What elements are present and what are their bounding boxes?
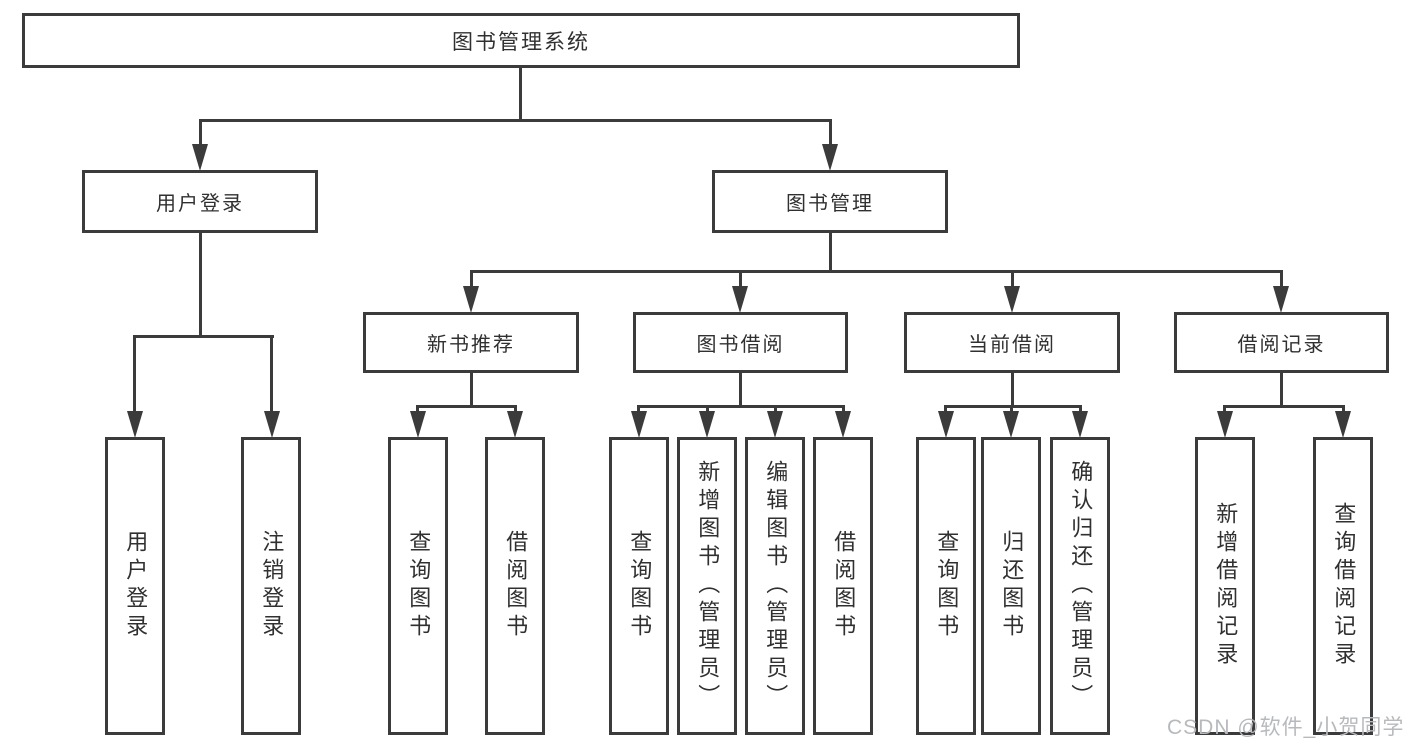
leaf-label: 新增借阅记录 <box>1213 502 1239 670</box>
node-book-management: 图书管理 <box>712 170 948 233</box>
connector-drop <box>416 405 419 413</box>
connector-drop-borrowing <box>739 270 742 288</box>
leaf-label: 查询图书 <box>934 530 960 642</box>
leaf-add-book-admin: 新增图书（管理员） <box>677 437 737 735</box>
arrow-down-leaf <box>631 411 647 438</box>
node-label: 新书推荐 <box>427 334 515 356</box>
connector-new-book-stem <box>470 371 473 405</box>
connector-drop-current <box>1011 270 1014 288</box>
arrow-down-leaf <box>1217 411 1233 438</box>
connector-drop <box>1010 405 1013 413</box>
node-label: 图书借阅 <box>696 334 785 356</box>
node-user-login: 用户登录 <box>82 170 318 233</box>
leaf-logout: 注销登录 <box>241 437 301 735</box>
connector-borrowing-stem <box>739 371 742 405</box>
arrow-down-leaf <box>938 411 954 438</box>
arrow-down-leaf <box>1335 411 1351 438</box>
arrow-down-leaf <box>1003 411 1019 438</box>
leaf-label: 确认归还（管理员） <box>1068 460 1094 712</box>
node-library-management-system: 图书管理系统 <box>22 13 1020 68</box>
arrow-down-borrowing <box>732 286 748 313</box>
connector-drop <box>842 405 845 413</box>
connector-records-bus <box>1223 405 1345 408</box>
leaf-borrow-books-recommend: 借阅图书 <box>485 437 545 735</box>
connector-drop <box>706 405 709 413</box>
leaf-return-book: 归还图书 <box>981 437 1041 735</box>
connector-drop-new-book <box>470 270 473 288</box>
leaf-label: 编辑图书（管理员） <box>763 460 789 712</box>
leaf-label: 查询图书 <box>627 530 653 642</box>
node-current-borrowing: 当前借阅 <box>904 312 1120 373</box>
node-book-borrowing: 图书借阅 <box>633 312 848 373</box>
connector-records-stem <box>1280 371 1283 405</box>
connector-drop-leaf-login <box>133 335 136 413</box>
leaf-label: 注销登录 <box>259 530 285 642</box>
leaf-label: 归还图书 <box>999 530 1025 642</box>
leaf-edit-book-admin: 编辑图书（管理员） <box>745 437 805 735</box>
leaf-label: 借阅图书 <box>503 530 529 642</box>
arrow-down-leaf <box>410 411 426 438</box>
arrow-down-leaf <box>835 411 851 438</box>
arrow-down-user-login <box>192 144 208 171</box>
node-label: 借阅记录 <box>1237 334 1326 356</box>
leaf-query-books-current: 查询图书 <box>916 437 976 735</box>
connector-borrowing-bus <box>637 405 845 408</box>
arrow-down-current <box>1004 286 1020 313</box>
connector-drop <box>514 405 517 413</box>
connector-drop <box>944 405 947 413</box>
connector-drop <box>637 405 640 413</box>
arrow-down-leaf <box>507 411 523 438</box>
leaf-label: 查询图书 <box>406 530 432 642</box>
connector-current-stem <box>1011 371 1014 405</box>
connector-drop-leaf-logout <box>270 335 273 413</box>
leaf-label: 新增图书（管理员） <box>695 460 721 712</box>
arrow-down-leaf <box>699 411 715 438</box>
connector-book-management-bus <box>470 270 1283 273</box>
arrow-down-records <box>1273 286 1289 313</box>
arrow-down-leaf <box>1072 411 1088 438</box>
connector-drop-user-login <box>199 119 202 147</box>
csdn-watermark: CSDN @软件_小贺同学 <box>1167 716 1405 739</box>
connector-drop <box>1342 405 1345 413</box>
leaf-query-books-borrowing: 查询图书 <box>609 437 669 735</box>
connector-root-bus <box>199 119 831 122</box>
node-label: 图书管理系统 <box>452 30 590 54</box>
connector-drop <box>1223 405 1226 413</box>
connector-current-bus <box>944 405 1082 408</box>
node-label: 图书管理 <box>786 193 874 215</box>
leaf-label: 查询借阅记录 <box>1331 502 1357 670</box>
connector-new-book-bus <box>416 405 517 408</box>
connector-root-stem <box>519 66 522 120</box>
connector-drop-book-management <box>829 119 832 147</box>
node-label: 用户登录 <box>156 193 244 215</box>
leaf-confirm-return-admin: 确认归还（管理员） <box>1050 437 1110 735</box>
leaf-add-borrow-record: 新增借阅记录 <box>1195 437 1255 735</box>
arrow-down-book-management <box>822 144 838 171</box>
leaf-label: 用户登录 <box>123 530 149 642</box>
leaf-borrow-books-borrowing: 借阅图书 <box>813 437 873 735</box>
connector-drop <box>774 405 777 413</box>
node-borrowing-records: 借阅记录 <box>1174 312 1389 373</box>
arrow-down-leaf-logout <box>264 411 280 438</box>
connector-user-login-stem <box>199 231 202 335</box>
arrow-down-new-book <box>463 286 479 313</box>
leaf-user-login: 用户登录 <box>105 437 165 735</box>
arrow-down-leaf <box>767 411 783 438</box>
connector-drop-records <box>1280 270 1283 288</box>
connector-drop <box>1079 405 1082 413</box>
leaf-query-borrow-record: 查询借阅记录 <box>1313 437 1373 735</box>
connector-book-management-stem <box>829 231 832 273</box>
node-new-book-recommend: 新书推荐 <box>363 312 579 373</box>
arrow-down-leaf-login <box>127 411 143 438</box>
leaf-query-books-recommend: 查询图书 <box>388 437 448 735</box>
connector-user-login-bus <box>133 335 274 338</box>
node-label: 当前借阅 <box>968 334 1056 356</box>
leaf-label: 借阅图书 <box>831 530 857 642</box>
